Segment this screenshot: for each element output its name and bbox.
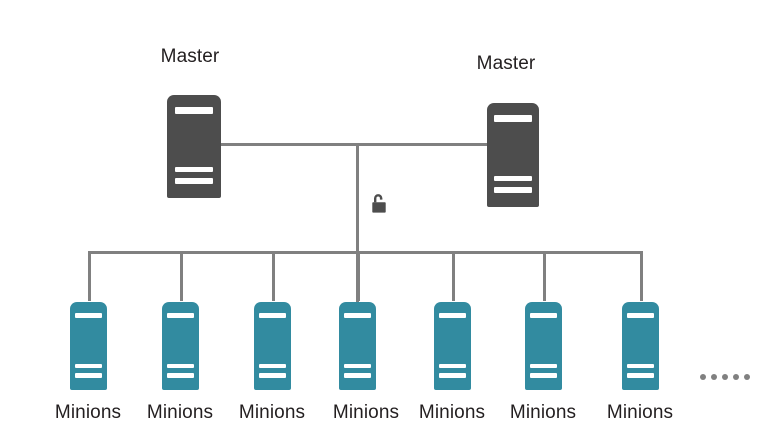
server-slot-bottom	[439, 373, 466, 378]
server-slot-bottom	[627, 373, 654, 378]
server-slot-bottom	[174, 178, 214, 184]
minion-drop-line-6	[543, 251, 546, 301]
minion-server-icon-5[interactable]	[434, 302, 471, 390]
ellipsis-dot	[733, 374, 739, 380]
minion-server-icon-7[interactable]	[622, 302, 659, 390]
ellipsis-dot	[711, 374, 717, 380]
server-slot-top	[344, 312, 371, 318]
more-minions-ellipsis	[700, 374, 750, 380]
server-slot-top	[174, 107, 214, 114]
minion-drop-line-2	[180, 251, 183, 301]
minion-server-icon-1[interactable]	[70, 302, 107, 390]
minion-drop-line-4	[357, 251, 360, 301]
minion-drop-line-3	[272, 251, 275, 301]
ellipsis-dot	[700, 374, 706, 380]
minion-label-6: Minions	[509, 402, 577, 423]
master-to-minion-trunk	[356, 143, 359, 343]
server-slot-mid	[344, 363, 371, 369]
unlocked-padlock-icon	[368, 192, 390, 221]
master-server-icon-2[interactable]	[487, 103, 539, 207]
ellipsis-dot	[744, 374, 750, 380]
minion-server-icon-6[interactable]	[525, 302, 562, 390]
minion-label-7: Minions	[606, 402, 674, 423]
minion-label-2: Minions	[146, 402, 214, 423]
server-slot-mid	[259, 363, 286, 369]
server-slot-mid	[494, 175, 532, 182]
server-slot-mid	[75, 363, 102, 369]
server-slot-mid	[439, 363, 466, 369]
minion-server-icon-2[interactable]	[162, 302, 199, 390]
minion-label-5: Minions	[418, 402, 486, 423]
server-slot-mid	[530, 363, 557, 369]
server-slot-top	[259, 312, 286, 318]
server-slot-mid	[627, 363, 654, 369]
server-slot-bottom	[494, 187, 532, 193]
master-to-master-bus	[218, 143, 490, 146]
minion-label-3: Minions	[238, 402, 306, 423]
master-server-icon-1[interactable]	[167, 95, 221, 198]
server-slot-mid	[167, 363, 194, 369]
minion-bus	[88, 251, 642, 254]
minion-drop-line-5	[452, 251, 455, 301]
minion-drop-line-7	[640, 251, 643, 301]
minion-drop-line-1	[88, 251, 91, 301]
server-slot-mid	[174, 167, 214, 173]
server-slot-bottom	[259, 373, 286, 378]
server-slot-top	[494, 115, 532, 122]
server-slot-top	[530, 312, 557, 318]
master-label-2: Master	[476, 53, 536, 74]
minion-server-icon-3[interactable]	[254, 302, 291, 390]
server-slot-bottom	[75, 373, 102, 378]
server-slot-top	[439, 312, 466, 318]
minion-server-icon-4[interactable]	[339, 302, 376, 390]
server-slot-bottom	[167, 373, 194, 378]
server-slot-top	[75, 312, 102, 318]
server-slot-bottom	[530, 373, 557, 378]
server-slot-top	[167, 312, 194, 318]
minion-label-1: Minions	[54, 402, 122, 423]
server-slot-bottom	[344, 373, 371, 378]
server-slot-top	[627, 312, 654, 318]
minion-label-4: Minions	[332, 402, 400, 423]
master-label-1: Master	[160, 46, 220, 67]
ellipsis-dot	[722, 374, 728, 380]
